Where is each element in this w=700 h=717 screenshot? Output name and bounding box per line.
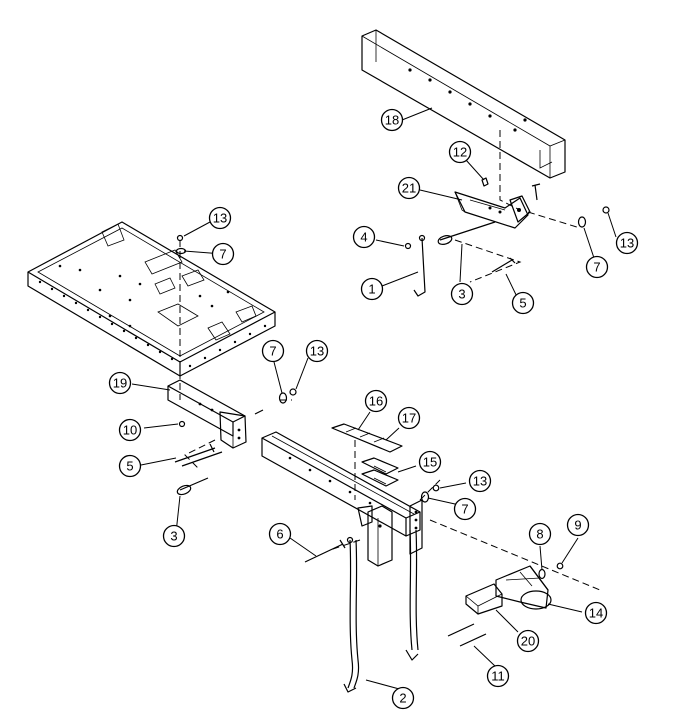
callout-18: 18 xyxy=(380,108,404,132)
callout-21: 21 xyxy=(397,176,421,200)
part-bolt-10 xyxy=(178,420,186,428)
svg-text:6: 6 xyxy=(276,527,283,542)
callout-8: 8 xyxy=(528,522,552,546)
svg-text:14: 14 xyxy=(589,606,603,621)
callout-7-tube: 7 xyxy=(453,497,477,521)
svg-text:11: 11 xyxy=(491,669,505,684)
part-bolts-lower xyxy=(174,443,223,467)
callout-14: 14 xyxy=(584,601,608,625)
callout-5-lower: 5 xyxy=(118,454,142,478)
svg-text:3: 3 xyxy=(458,287,465,302)
part-safety-chains xyxy=(343,529,419,693)
callout-11: 11 xyxy=(486,664,510,688)
svg-text:3: 3 xyxy=(170,529,177,544)
part-jack-bracket xyxy=(454,191,531,229)
callout-7-bracket: 7 xyxy=(261,339,285,363)
callout-2: 2 xyxy=(391,686,415,710)
callout-20: 20 xyxy=(516,629,540,653)
svg-text:2: 2 xyxy=(399,691,406,706)
part-pin-with-clip xyxy=(413,234,426,297)
leader-lines xyxy=(131,107,617,691)
callout-16: 16 xyxy=(364,389,388,413)
part-short-tube xyxy=(167,379,247,449)
svg-text:16: 16 xyxy=(369,394,383,409)
callout-4: 4 xyxy=(352,225,376,249)
svg-text:7: 7 xyxy=(461,502,468,517)
part-coupler-bolts xyxy=(447,623,487,647)
svg-text:5: 5 xyxy=(519,296,526,311)
part-upper-tube xyxy=(361,29,566,179)
svg-text:20: 20 xyxy=(521,634,535,649)
svg-text:7: 7 xyxy=(219,247,226,262)
callout-13-tube: 13 xyxy=(468,469,492,493)
callout-bubbles: 1 2 3 3 4 5 5 6 7 7 7 7 8 9 10 11 12 13 … xyxy=(108,108,639,710)
part-long-bolt xyxy=(304,536,354,563)
svg-text:9: 9 xyxy=(574,518,581,533)
part-coupler xyxy=(495,565,552,610)
svg-text:8: 8 xyxy=(536,527,543,542)
svg-text:13: 13 xyxy=(213,211,227,226)
callout-7-upper: 7 xyxy=(585,255,609,279)
callout-6: 6 xyxy=(268,522,292,546)
callout-12: 12 xyxy=(448,140,472,164)
part-bracket-washer-nut xyxy=(278,388,297,404)
part-tube-washer-nut xyxy=(420,484,440,503)
svg-text:12: 12 xyxy=(453,145,467,160)
svg-text:18: 18 xyxy=(385,113,399,128)
svg-text:21: 21 xyxy=(402,181,416,196)
part-small-nut xyxy=(404,242,412,250)
part-hitch-pin-lower xyxy=(176,477,209,496)
part-bolt-upper xyxy=(491,257,516,273)
callout-5-upper: 5 xyxy=(511,291,535,315)
part-coupler-hardware xyxy=(538,562,564,580)
part-hitch-pin-upper xyxy=(437,221,496,245)
svg-text:4: 4 xyxy=(360,230,367,245)
callout-1: 1 xyxy=(360,277,384,301)
callout-13-bracket: 13 xyxy=(305,339,329,363)
svg-text:19: 19 xyxy=(113,376,127,391)
svg-text:13: 13 xyxy=(310,344,324,359)
callout-13-deck: 13 xyxy=(208,206,232,230)
svg-text:15: 15 xyxy=(423,455,437,470)
callout-17: 17 xyxy=(397,406,421,430)
part-main-tube xyxy=(261,431,421,537)
callout-15: 15 xyxy=(418,450,442,474)
svg-text:17: 17 xyxy=(402,411,416,426)
svg-text:7: 7 xyxy=(593,260,600,275)
svg-text:13: 13 xyxy=(473,474,487,489)
callout-9: 9 xyxy=(566,513,590,537)
callout-10: 10 xyxy=(118,418,142,442)
part-bracket-bolt xyxy=(531,183,541,201)
svg-text:10: 10 xyxy=(123,423,137,438)
svg-text:13: 13 xyxy=(620,236,634,251)
callout-7-deck: 7 xyxy=(211,242,235,266)
callout-3-lower: 3 xyxy=(162,524,186,548)
part-jack-plate xyxy=(367,505,393,567)
svg-text:1: 1 xyxy=(368,282,375,297)
part-coupler-shim xyxy=(465,583,503,615)
part-decals xyxy=(331,423,403,487)
svg-text:5: 5 xyxy=(126,459,133,474)
svg-text:7: 7 xyxy=(269,344,276,359)
part-washer-nut-upper xyxy=(577,206,610,228)
part-deck-plate xyxy=(27,221,276,377)
callout-3-upper: 3 xyxy=(450,282,474,306)
callout-19: 19 xyxy=(108,371,132,395)
part-small-bolt xyxy=(481,177,489,187)
callout-13-upper: 13 xyxy=(615,231,639,255)
part-bracket-small-bolt xyxy=(254,409,264,415)
